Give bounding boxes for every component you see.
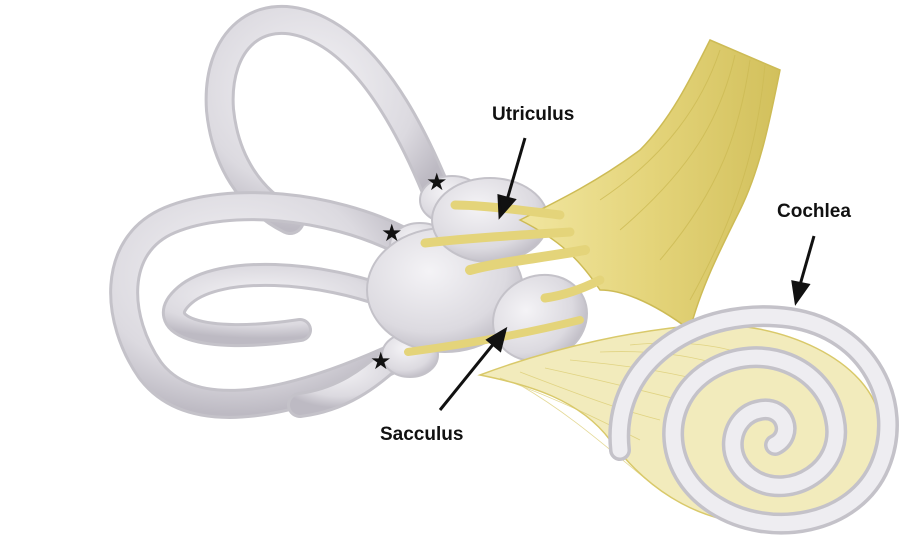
utriculus-label: Utriculus xyxy=(492,104,574,126)
cochlea-label: Cochlea xyxy=(777,201,851,223)
sacculus-label: Sacculus xyxy=(380,424,463,446)
ampulla-star-icon: ★ xyxy=(381,221,403,245)
ampulla-star-icon: ★ xyxy=(370,349,392,373)
ampulla-star-icon: ★ xyxy=(426,170,448,194)
cochlea-arrow xyxy=(800,236,814,285)
